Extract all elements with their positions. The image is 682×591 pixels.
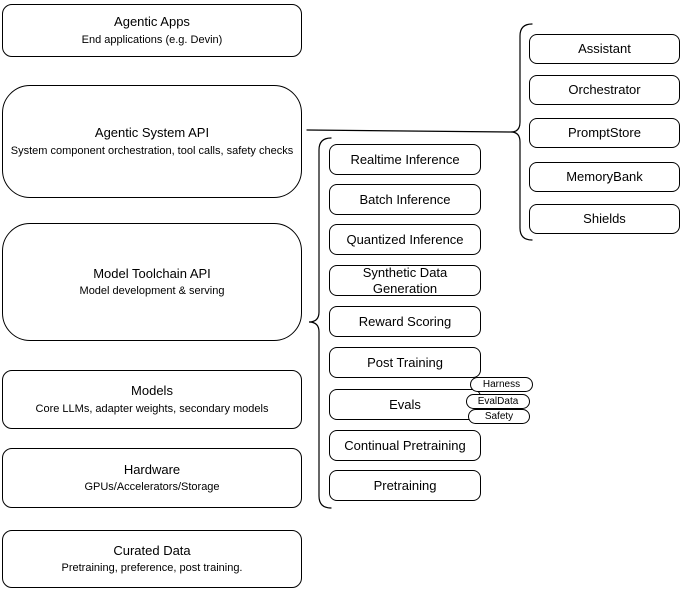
tag-label: Harness: [482, 378, 521, 390]
node-memorybank: MemoryBank: [529, 162, 680, 192]
node-promptstore: PromptStore: [529, 118, 680, 148]
node-quantized-inference: Quantized Inference: [329, 224, 481, 255]
node-label: Orchestrator: [568, 82, 641, 98]
node-reward-scoring: Reward Scoring: [329, 306, 481, 337]
node-title: Agentic System API: [94, 125, 210, 141]
node-title: Models: [131, 383, 173, 399]
node-label: PromptStore: [568, 125, 641, 141]
tag-harness: Harness: [470, 377, 533, 392]
node-label: Realtime Inference: [350, 151, 460, 167]
node-synthetic-data-generation: Synthetic Data Generation: [329, 265, 481, 296]
node-label: Synthetic Data Generation: [362, 264, 448, 296]
node-batch-inference: Batch Inference: [329, 184, 481, 215]
node-curated-data: Curated Data Pretraining, preference, po…: [2, 530, 302, 588]
node-subtitle: End applications (e.g. Devin): [81, 33, 223, 46]
node-subtitle: System component orchestration, tool cal…: [10, 144, 294, 157]
node-label: Batch Inference: [359, 191, 451, 207]
node-label: Pretraining: [373, 477, 437, 493]
node-title: Hardware: [123, 461, 181, 477]
tag-safety: Safety: [468, 409, 530, 424]
node-label: Continual Pretraining: [344, 437, 466, 453]
node-title: Curated Data: [113, 542, 191, 558]
connector-system-api-to-bracket: [306, 129, 512, 133]
node-pretraining: Pretraining: [329, 470, 481, 501]
node-continual-pretraining: Continual Pretraining: [329, 430, 481, 461]
node-label: Reward Scoring: [358, 313, 452, 329]
node-title: Model Toolchain API: [93, 265, 211, 281]
node-orchestrator: Orchestrator: [529, 75, 680, 105]
node-title: Agentic Apps: [114, 14, 190, 30]
node-label: Evals: [389, 396, 421, 412]
node-subtitle: GPUs/Accelerators/Storage: [84, 481, 220, 494]
tag-label: EvalData: [477, 395, 519, 407]
toolchain-bracket: [308, 137, 332, 509]
node-evals: Evals: [329, 389, 481, 420]
node-label: Assistant: [578, 41, 631, 57]
node-model-toolchain-api: Model Toolchain API Model development & …: [2, 223, 302, 341]
node-label: MemoryBank: [566, 169, 643, 185]
node-label: Shields: [583, 211, 626, 227]
node-label: Post Training: [367, 354, 443, 370]
node-agentic-apps: Agentic Apps End applications (e.g. Devi…: [2, 4, 302, 57]
node-realtime-inference: Realtime Inference: [329, 144, 481, 175]
node-assistant: Assistant: [529, 34, 680, 64]
tag-label: Safety: [484, 410, 514, 422]
node-hardware: Hardware GPUs/Accelerators/Storage: [2, 448, 302, 508]
node-subtitle: Model development & serving: [79, 285, 225, 298]
node-label: Quantized Inference: [346, 231, 464, 247]
tag-evaldata: EvalData: [466, 394, 530, 409]
node-models: Models Core LLMs, adapter weights, secon…: [2, 370, 302, 429]
node-agentic-system-api: Agentic System API System component orch…: [2, 85, 302, 198]
node-subtitle: Pretraining, preference, post training.: [61, 562, 243, 575]
node-subtitle: Core LLMs, adapter weights, secondary mo…: [35, 402, 269, 415]
node-post-training: Post Training: [329, 347, 481, 378]
node-shields: Shields: [529, 204, 680, 234]
